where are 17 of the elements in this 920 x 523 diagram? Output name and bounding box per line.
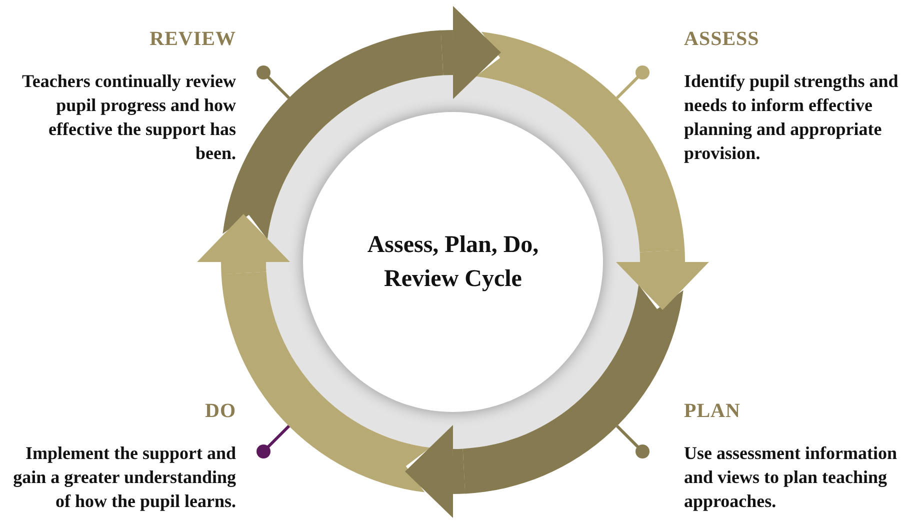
stage-heading: PLAN [684,400,740,423]
stage-heading: REVIEW [150,28,236,51]
stage-description: Identify pupil strengths and needs to inform effective planning and appropriate provision. [684,70,900,165]
arrowhead [440,6,501,99]
arrowhead [405,425,466,518]
leader-line [256,66,290,100]
cycle-title: Assess, Plan, Do, Review Cycle [366,231,540,294]
leader-line [256,424,290,458]
stage-description: Implement the support and gain a greater understanding of how the pupil learns. [12,442,236,513]
leader-line [616,424,650,458]
stage-heading: DO [205,400,236,423]
arrowhead [616,250,709,310]
arrowhead [197,214,290,274]
stage-heading: ASSESS [684,28,760,51]
leader-line [616,66,650,100]
stage-description: Use assessment information and views to plan teaching approaches. [684,442,898,513]
stage-description: Teachers continually review pupil progress and how effective the support has been. [21,70,236,165]
